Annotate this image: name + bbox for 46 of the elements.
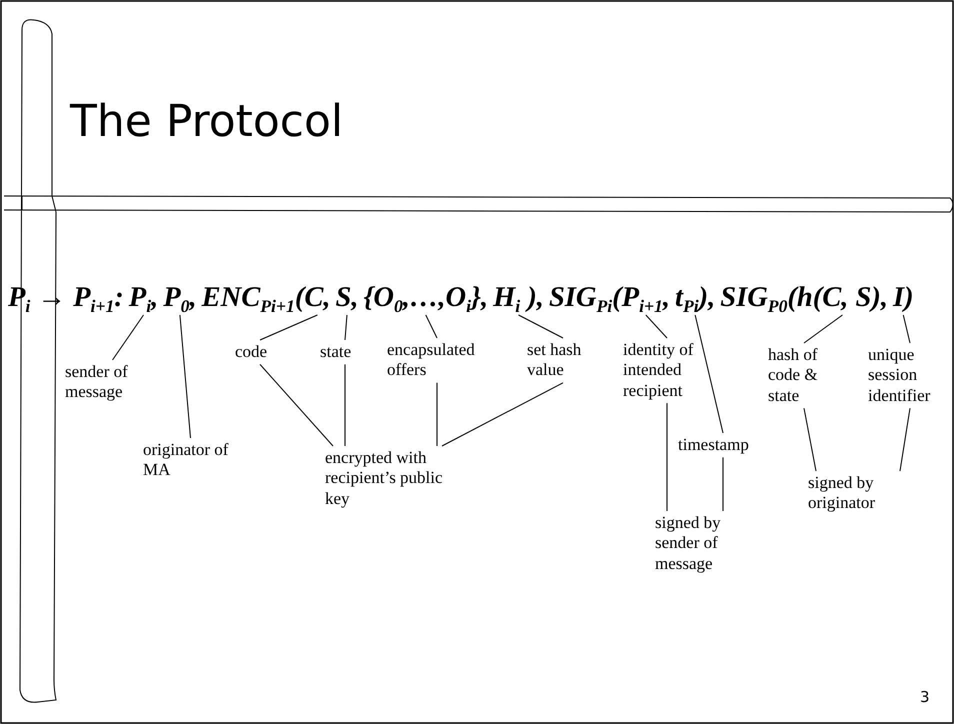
leader-line <box>518 314 564 338</box>
annotation-text: set hash value <box>527 340 599 381</box>
formula-term: P$_{0}$, <box>163 282 197 314</box>
leader-line <box>442 382 564 446</box>
leader-line <box>344 364 346 446</box>
annotation-text: timestamp <box>678 435 768 456</box>
formula-term: P$_{i+1}$, <box>622 282 670 314</box>
annotation-text: unique session identifier <box>868 345 952 406</box>
leader-line <box>694 314 724 434</box>
formula-term: I) <box>893 282 914 314</box>
formula-term: C, <box>304 282 330 314</box>
annotation-text: encrypted with recipient’s public key <box>325 448 450 510</box>
formula-term: P$_{i}$, <box>128 282 158 314</box>
leader-line <box>666 402 668 512</box>
annotation-text: code <box>235 342 285 362</box>
annotation-text: identity of intended recipient <box>623 340 711 402</box>
formula-term: h(C, S), <box>796 282 888 314</box>
annotation-text: encapsulated offers <box>387 340 487 381</box>
formula-term: SIG$_{Pi}$( <box>548 282 622 314</box>
annotation-text: signed by sender of message <box>655 513 745 574</box>
leader-line <box>804 408 816 472</box>
leader-line <box>260 364 334 446</box>
formula-term: t$_{Pi}$), <box>675 282 716 314</box>
annotation-text: signed by originator <box>808 473 908 514</box>
leader-line <box>344 314 348 340</box>
leader-line <box>179 314 191 438</box>
leader-line <box>260 314 318 340</box>
page-number: 3 <box>920 688 930 706</box>
leader-line <box>436 382 438 446</box>
formula-term: SIG$_{P0}$( <box>720 282 797 314</box>
leader-line <box>900 408 910 472</box>
formula-term: H$_{i}$ ), <box>493 282 544 314</box>
slide-title: The Protocol <box>70 96 344 147</box>
formula-term: {O$_{0}$,…,O$_{i}$}, <box>363 282 488 314</box>
annotation-text: state <box>320 342 370 362</box>
leader-line <box>804 314 843 344</box>
formula-term: S, <box>335 282 358 314</box>
leader-line <box>645 314 668 338</box>
formula-term: ENC$_{Pi+1}$( <box>202 282 304 314</box>
annotation-text: hash of code & state <box>768 345 840 406</box>
annotation-text: sender of message <box>65 362 160 403</box>
leader-line <box>902 314 910 344</box>
leader-line <box>722 456 724 512</box>
leader-line <box>425 314 438 338</box>
leader-line <box>112 314 144 360</box>
annotation-text: originator of MA <box>143 440 238 481</box>
